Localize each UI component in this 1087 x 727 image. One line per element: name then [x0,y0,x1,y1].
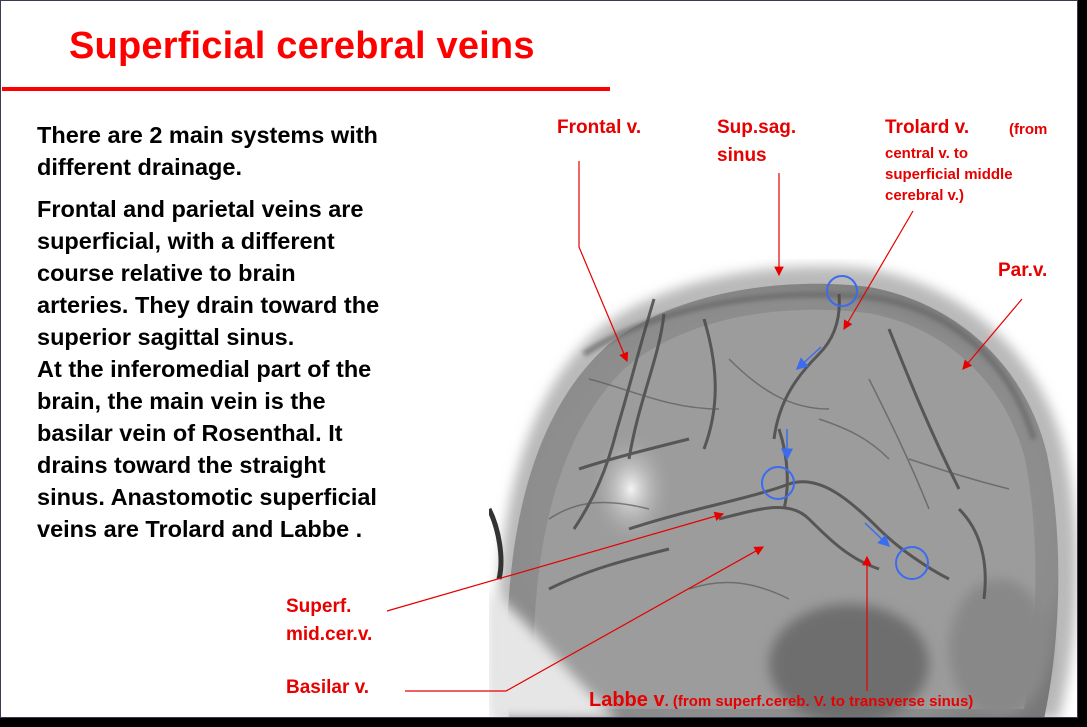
cerebral-angiogram-image [489,266,1077,717]
label-labbe-main: Labbe v [589,689,665,711]
label-superf-mid-cer-vein: Superf. mid.cer.v. [286,596,373,645]
paragraph-intro: There are 2 main systems with different … [37,122,378,180]
label-sup-sag-sinus: Sup.sag. sinus [717,117,797,166]
slide: Superficial cerebral veins There are 2 m… [0,0,1078,718]
label-trolard-vein: Trolard v. [885,117,970,138]
label-parietal-vein: Par.v. [998,260,1048,281]
label-trolard-note-start: (from [1009,121,1048,138]
label-labbe-note: . (from superf.cereb. V. to transverse s… [664,693,974,710]
label-basilar-vein: Basilar v. [286,677,370,698]
label-labbe-vein: Labbe v. (from superf.cereb. V. to trans… [589,689,973,712]
label-frontal-vein: Frontal v. [557,117,642,138]
slide-title: Superficial cerebral veins [69,25,535,67]
body-text: There are 2 main systems with different … [37,119,457,555]
paragraph-detail: Frontal and parietal veins are superfici… [37,196,380,542]
title-underline [2,87,610,91]
label-trolard-note: central v. to superficial middle cerebra… [885,145,1013,204]
